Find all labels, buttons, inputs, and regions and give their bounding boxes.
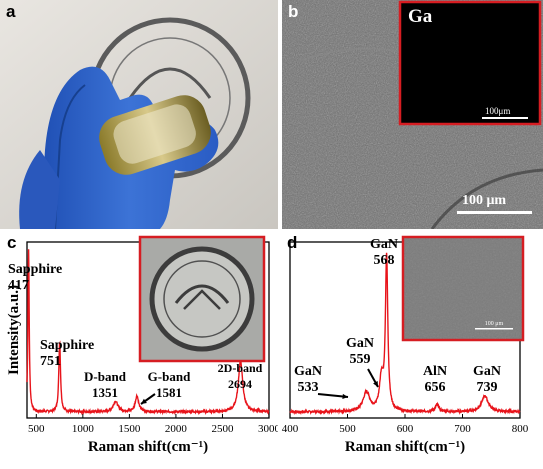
peak-annotation: 417	[8, 278, 29, 293]
x-tick-label: 500	[339, 423, 356, 435]
x-tick-label: 3000	[258, 423, 278, 435]
peak-annotation: 751	[40, 354, 61, 369]
peak-annotation: 2D-band	[218, 361, 263, 375]
peak-annotation: GaN	[294, 364, 322, 379]
arrow-head	[373, 381, 378, 387]
x-axis-label: Raman shift(cm⁻¹)	[345, 439, 465, 455]
sem-scale-label: 100 μm	[462, 193, 507, 208]
x-axis-label: Raman shift(cm⁻¹)	[88, 439, 208, 455]
inset-scale-label: 100μm	[485, 106, 511, 116]
x-tick-label: 1000	[72, 423, 95, 435]
peak-annotation: 739	[477, 380, 498, 395]
x-tick-label: 2000	[165, 423, 188, 435]
panel-b-sem-image	[282, 0, 543, 230]
ga-map-inset	[398, 0, 542, 126]
panel-a-photo	[0, 0, 278, 230]
peak-annotation: 533	[298, 380, 319, 395]
peak-annotation: AlN	[423, 364, 447, 379]
peak-annotation: 568	[374, 253, 395, 268]
panel-label-b: b	[288, 2, 299, 21]
panel-a: a	[0, 0, 278, 230]
peak-annotation: GaN	[473, 364, 501, 379]
peak-annotation: 559	[350, 352, 371, 367]
peak-annotation: 2694	[228, 377, 252, 391]
panel-label-c: c	[7, 233, 17, 252]
x-tick-label: 700	[454, 423, 471, 435]
x-tick-label: 400	[282, 423, 299, 435]
spectrum-line	[289, 252, 521, 416]
ga-map-label: Ga	[408, 6, 433, 27]
arrow-head	[342, 393, 348, 400]
peak-annotation: 656	[425, 380, 446, 395]
panel-label-a: a	[6, 2, 16, 21]
peak-annotation: GaN	[346, 336, 374, 351]
seal-emblem-icon	[149, 246, 255, 352]
peak-annotation: GaN	[370, 237, 398, 252]
arrow-head	[141, 398, 147, 404]
y-axis-label: Intensity(a.u.)	[6, 285, 22, 375]
x-tick-label: 600	[397, 423, 414, 435]
x-tick-label: 1500	[118, 423, 141, 435]
peak-annotation: Sapphire	[8, 262, 62, 277]
x-tick-label: 2500	[211, 423, 234, 435]
sem-inset-scale-bar	[475, 328, 513, 330]
peak-annotation: D-band	[84, 369, 127, 384]
spectrum-line	[26, 249, 270, 416]
panel-label-d: d	[287, 233, 298, 252]
peak-annotation: 1581	[156, 385, 182, 400]
panel-b: b Ga 100μm 100 μm	[282, 0, 543, 230]
peak-annotation: 1351	[92, 385, 118, 400]
peak-annotation: Sapphire	[40, 338, 94, 353]
x-tick-label: 500	[28, 423, 45, 435]
peak-annotation: G-band	[148, 369, 191, 384]
x-tick-label: 800	[512, 423, 529, 435]
sem-inset-scale-label: 100 μm	[485, 321, 504, 327]
